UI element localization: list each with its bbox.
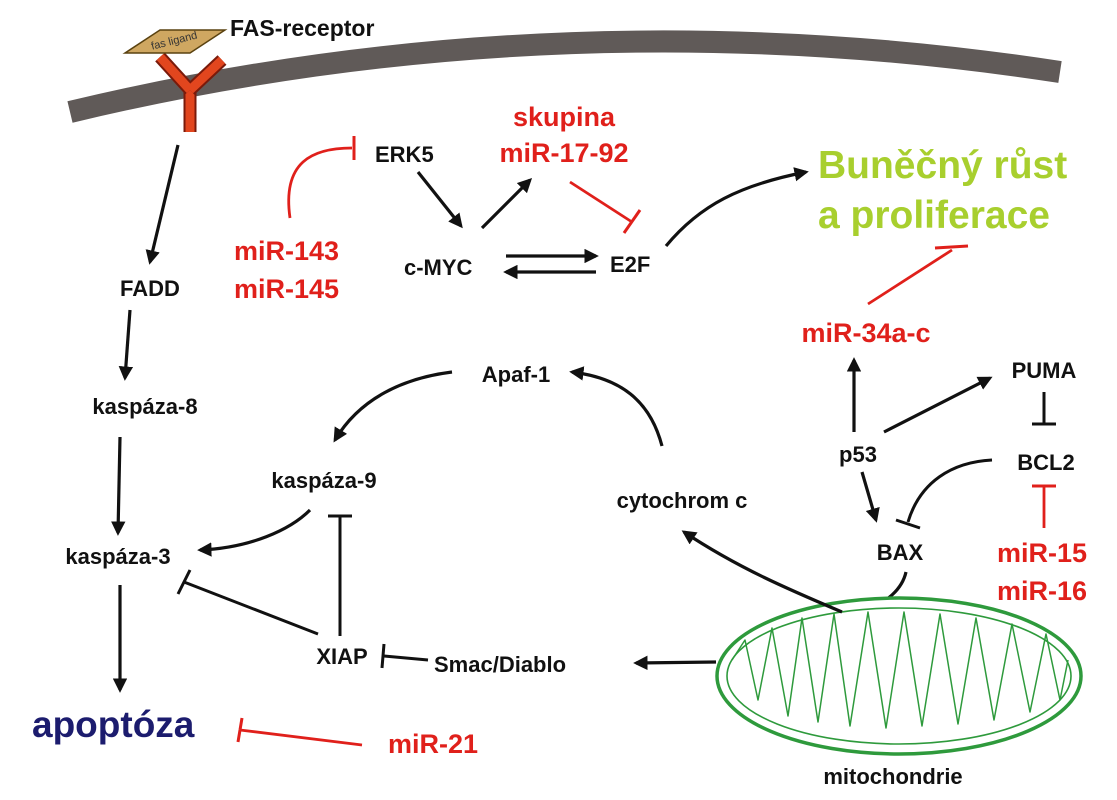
arrow-receptor-fadd — [145, 144, 180, 265]
erk5-node: ERK5 — [375, 142, 434, 167]
arrow-cytochrome-apaf1 — [569, 366, 664, 447]
cmyc-node: c-MYC — [404, 255, 473, 280]
inhibit-mir21-apoptosis — [239, 728, 363, 747]
arrow-fadd-caspase8 — [118, 309, 134, 381]
caspase9-node: kaspáza-9 — [271, 468, 376, 493]
fadd-node: FADD — [120, 276, 180, 301]
arrow-mito-cytochrome — [681, 530, 843, 614]
mitochondria-label: mitochondrie — [823, 764, 962, 789]
inhibit-mir143-erk5 — [287, 146, 353, 219]
fas-receptor-label: FAS-receptor — [230, 15, 374, 41]
mir143-label: miR-143 — [234, 236, 339, 266]
inhibit-cluster-e2f — [569, 180, 633, 224]
mir145-label: miR-145 — [234, 274, 339, 304]
growth-line2: a proliferace — [818, 194, 1050, 237]
e2f-node: E2F — [610, 252, 650, 277]
smac-node: Smac/Diablo — [434, 652, 566, 677]
fas-ligand-icon: fas ligand — [122, 29, 228, 54]
arrow-p53-puma — [883, 376, 993, 434]
inhibit-bcl2-bax — [906, 458, 993, 523]
arrow-apaf1-caspase9 — [333, 370, 453, 443]
arrow-cmyc-cluster — [480, 177, 533, 230]
arrow-e2f-growth — [664, 167, 809, 248]
inhibit-smac-xiap — [383, 654, 429, 662]
apoptosis-node: apoptóza — [32, 704, 195, 745]
apaf1-node: Apaf-1 — [482, 362, 550, 387]
arrow-caspase8-caspase3 — [111, 436, 126, 536]
cell-membrane-icon — [67, 30, 1062, 123]
arrow-mito-smac — [633, 655, 717, 671]
arrow-erk5-cmyc — [416, 171, 463, 229]
inhibit-mir34-growth — [867, 248, 953, 306]
inhibit-xiap-caspase3 — [183, 580, 319, 636]
mir15-label: miR-15 — [997, 538, 1087, 568]
cytochrome-c-node: cytochrom c — [617, 488, 748, 513]
arrow-p53-bax — [860, 471, 880, 523]
arrow-caspase9-caspase3 — [197, 508, 312, 557]
mir16-label: miR-16 — [997, 576, 1087, 606]
caspase8-node: kaspáza-8 — [92, 394, 197, 419]
p53-node: p53 — [839, 442, 877, 467]
bax-node: BAX — [877, 540, 924, 565]
mir17-cluster-line1: skupina — [513, 102, 616, 132]
bcl2-node: BCL2 — [1017, 450, 1074, 475]
puma-node: PUMA — [1012, 358, 1077, 383]
fas-receptor-icon — [155, 52, 227, 132]
xiap-node: XIAP — [316, 644, 367, 669]
mir21-label: miR-21 — [388, 729, 478, 759]
caspase3-node: kaspáza-3 — [65, 544, 170, 569]
growth-line1: Buněčný růst — [818, 144, 1067, 187]
mir17-cluster-line2: miR-17-92 — [499, 138, 628, 168]
mitochondrion-icon — [715, 596, 1083, 756]
mir34-label: miR-34a-c — [801, 318, 930, 348]
